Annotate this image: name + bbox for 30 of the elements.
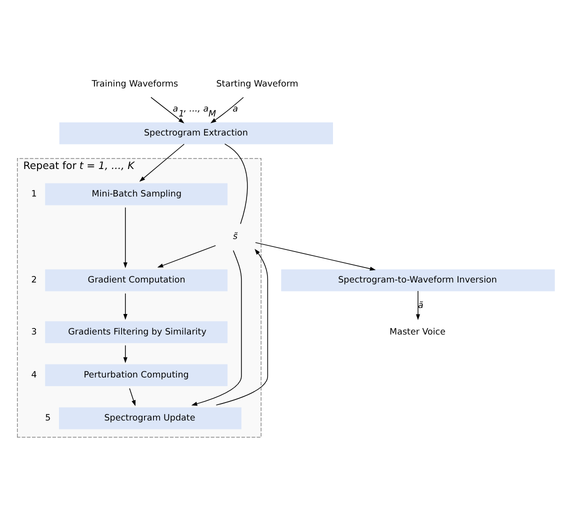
node-box: Spectrogram-to-Waveform Inversion	[281, 269, 555, 292]
arrow	[123, 207, 128, 268]
node-text: s̃	[233, 232, 238, 242]
node-label: 5	[45, 414, 51, 424]
node-box: Mini-Batch Sampling	[45, 183, 228, 206]
arrow	[210, 97, 244, 124]
arrow	[191, 250, 242, 406]
arrow	[216, 248, 268, 406]
node-text: Training Waveforms	[92, 79, 178, 90]
edge-label: a	[232, 104, 238, 114]
arrow	[139, 144, 185, 182]
arrow	[157, 245, 216, 268]
node-box: Perturbation Computing	[45, 364, 228, 386]
node-label: 4	[31, 370, 37, 380]
arrow	[123, 345, 128, 364]
node-box: Gradient Computation	[45, 269, 228, 292]
node-text: Starting Waveform	[216, 79, 298, 90]
node-box: Spectrogram Extraction	[59, 122, 333, 144]
node-box: Gradients Filtering by Similarity	[45, 321, 228, 344]
connector	[224, 144, 248, 224]
arrow	[416, 290, 420, 320]
node-label: 3	[31, 327, 37, 338]
node-label: 1	[31, 190, 37, 200]
node-label: 2	[31, 276, 37, 286]
node-text: Master Voice	[390, 327, 446, 338]
arrow	[129, 388, 136, 406]
node-box: Spectrogram Update	[58, 407, 242, 430]
arrow	[255, 242, 376, 271]
arrow	[123, 293, 128, 320]
arrow	[150, 96, 184, 124]
